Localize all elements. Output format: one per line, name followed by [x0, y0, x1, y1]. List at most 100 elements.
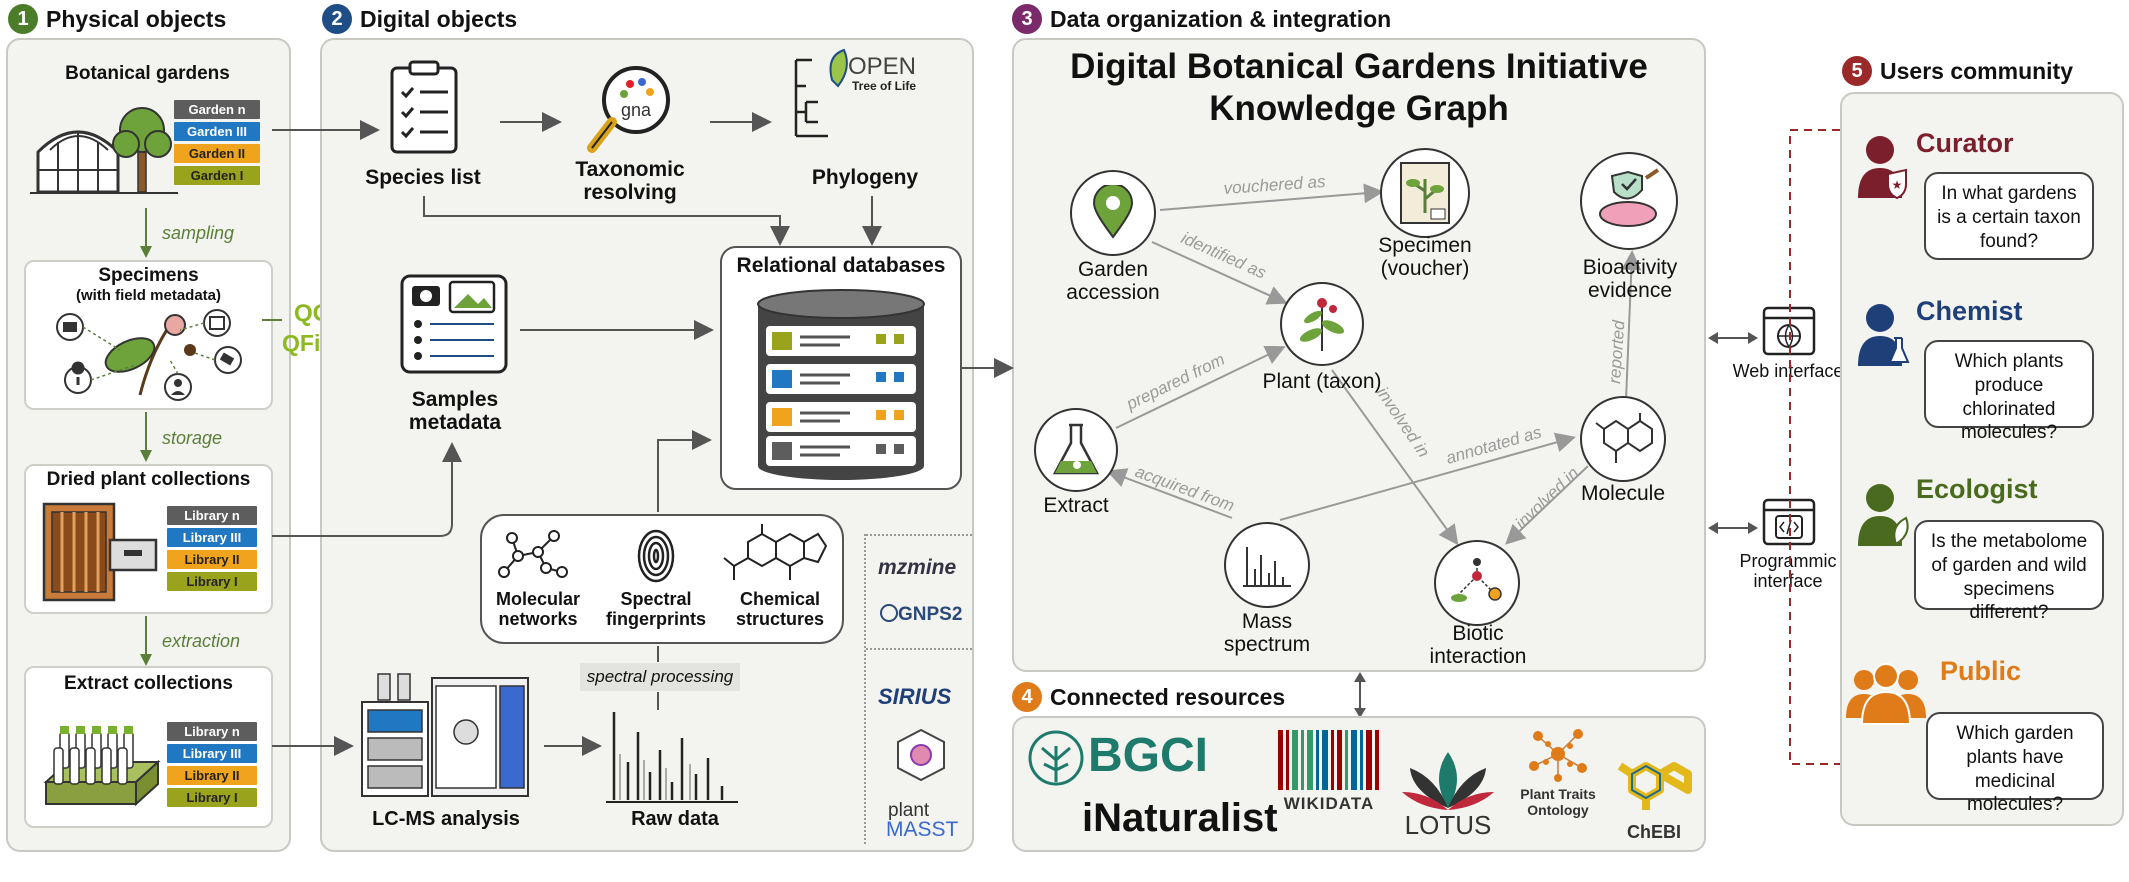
- spectral-processing-label: spectral processing: [580, 663, 740, 691]
- ecologist-role: Ecologist: [1916, 474, 2038, 504]
- public-role: Public: [1940, 656, 2022, 686]
- connected-resources-panel: [1012, 716, 1706, 852]
- chebi-logo: ChEBI: [1627, 822, 1681, 842]
- edge-label: reported: [1605, 319, 1628, 384]
- edge-label: annotated as: [1444, 422, 1544, 467]
- species-list-label: Species list: [365, 166, 481, 189]
- section-header-digital: 2 Digital objects: [322, 4, 517, 34]
- sampling-arrow: [140, 208, 152, 258]
- storage-arrow: [140, 412, 152, 462]
- garden-tag: Garden n: [174, 100, 260, 119]
- garden-accession-label: Garden accession: [1066, 258, 1160, 305]
- petri-dish-icon: [1599, 168, 1660, 227]
- extract-node: [1034, 408, 1118, 492]
- biotic-interaction-label: Biotic interaction: [1429, 622, 1527, 669]
- library-tag: Library III: [167, 528, 257, 547]
- botanical-gardens-title: Botanical gardens: [65, 63, 230, 84]
- extraction-arrow: [140, 616, 152, 666]
- dried-collections-title: Dried plant collections: [46, 469, 251, 490]
- kg-title-line2: Knowledge Graph: [1209, 89, 1509, 128]
- edge-label: acquired from: [1133, 462, 1237, 515]
- garden-tag: Garden I: [174, 166, 260, 185]
- section-number: 5: [1842, 56, 1872, 86]
- mass-spectrum-label: Mass spectrum: [1223, 610, 1311, 657]
- library-tag: Library n: [167, 506, 257, 525]
- database-cylinder-icon: [757, 289, 925, 480]
- garden-tag: Garden III: [174, 122, 260, 141]
- curator-avatar-icon: ★: [1858, 136, 1907, 200]
- specimens-title: Specimens: [98, 265, 199, 286]
- edge-label: vouchered as: [1223, 172, 1327, 198]
- web-interface-arrow: [1708, 332, 1758, 344]
- section-number: 2: [322, 4, 352, 34]
- relational-db-label: Relational databases: [736, 254, 946, 277]
- gnps2-logo: GNPS2: [898, 604, 963, 625]
- curator-role: Curator: [1916, 128, 2014, 158]
- section-title: Users community: [1880, 57, 2074, 84]
- taxonomic-resolving-label: Taxonomic resolving: [575, 158, 685, 205]
- mass-spectrum-node: [1224, 522, 1310, 608]
- storage-label: storage: [162, 428, 223, 448]
- public-question: Which garden plants have medicinal molec…: [1926, 712, 2104, 815]
- extract-label: Extract: [1043, 494, 1109, 517]
- molecular-network-icon: [498, 530, 568, 578]
- library-tag: Library III: [167, 744, 257, 763]
- spectral-fingerprints-label: Spectral fingerprints: [605, 589, 706, 629]
- map-pin-icon: [1092, 185, 1134, 239]
- section-header-users: 5 Users community: [1842, 56, 2073, 86]
- herbarium-cabinet-icon: [42, 502, 158, 602]
- interaction-network-icon: [1451, 558, 1502, 602]
- plant-icon: [1299, 298, 1345, 351]
- inaturalist-logo: iNaturalist: [1082, 796, 1278, 840]
- greenhouse-icon: [30, 107, 178, 194]
- plantmasst-logo-a: plant: [888, 800, 930, 821]
- lotus-flower-icon: [1402, 752, 1494, 810]
- tools-divider-top: [866, 534, 972, 536]
- bgci-logo: BGCI: [1088, 729, 1208, 782]
- library-tag: Library I: [167, 572, 257, 591]
- biotic-interaction-node: [1434, 540, 1520, 626]
- library-tag: Library II: [167, 550, 257, 569]
- kg-edges: vouchered as identified as prepared from…: [1106, 172, 1642, 546]
- lcms-instrument-icon: [361, 673, 529, 797]
- molecule-node: [1580, 396, 1666, 482]
- raw-data-spectrum-icon: [606, 712, 738, 803]
- chemist-question: Which plants produce chlorinated molecul…: [1924, 340, 2094, 443]
- molecular-networks-label: Molecular networks: [495, 589, 581, 629]
- tools-divider: [864, 534, 866, 844]
- extract-tags: Library n Library III Library II Library…: [167, 722, 257, 810]
- hexagon-tool-icon: [897, 728, 945, 782]
- garden-tags: Garden n Garden III Garden II Garden I: [174, 100, 260, 188]
- wikidata-logo: WIKIDATA: [1283, 794, 1375, 813]
- extract-collections-title: Extract collections: [64, 673, 233, 694]
- chemist-role: Chemist: [1916, 296, 2023, 326]
- flask-icon: [1052, 423, 1100, 475]
- bgci-tree-icon: [1028, 730, 1084, 786]
- section-title: Digital objects: [360, 5, 518, 32]
- samples-metadata-card-icon: [400, 274, 508, 374]
- kg-resources-arrow: [1354, 672, 1366, 718]
- section-title: Data organization & integration: [1050, 5, 1392, 32]
- gna-magnifier-icon: gna: [587, 66, 670, 153]
- vial-rack-icon: [43, 726, 161, 807]
- section-number: 3: [1012, 4, 1042, 34]
- molecule-structure-icon: [1595, 413, 1653, 463]
- tools-divider-mid: [866, 648, 972, 650]
- garden-accession-node: [1070, 170, 1156, 256]
- users-dashed-connector: [1789, 129, 1840, 765]
- open-tree-of-life-logo: OPEN Tree of Life: [794, 48, 916, 138]
- library-tag: Library II: [167, 766, 257, 785]
- ecologist-avatar-icon: [1858, 484, 1909, 546]
- clipboard-icon: [390, 60, 458, 154]
- bioactivity-node: [1580, 152, 1678, 250]
- sirius-logo: SIRIUS: [878, 684, 952, 709]
- edge-label: involved in: [1373, 384, 1434, 461]
- mzmine-logo: mzmine: [878, 556, 957, 579]
- section-title: Connected resources: [1050, 683, 1286, 710]
- section-header-physical: 1 Physical objects: [8, 4, 226, 34]
- curator-question: In what gardens is a certain taxon found…: [1924, 172, 2094, 260]
- web-interface-label: Web interface: [1732, 361, 1844, 381]
- chemical-structures-label: Chemical structures: [735, 589, 825, 629]
- svg-text:★: ★: [1892, 178, 1903, 192]
- herbarium-sheet-icon: [1400, 162, 1450, 224]
